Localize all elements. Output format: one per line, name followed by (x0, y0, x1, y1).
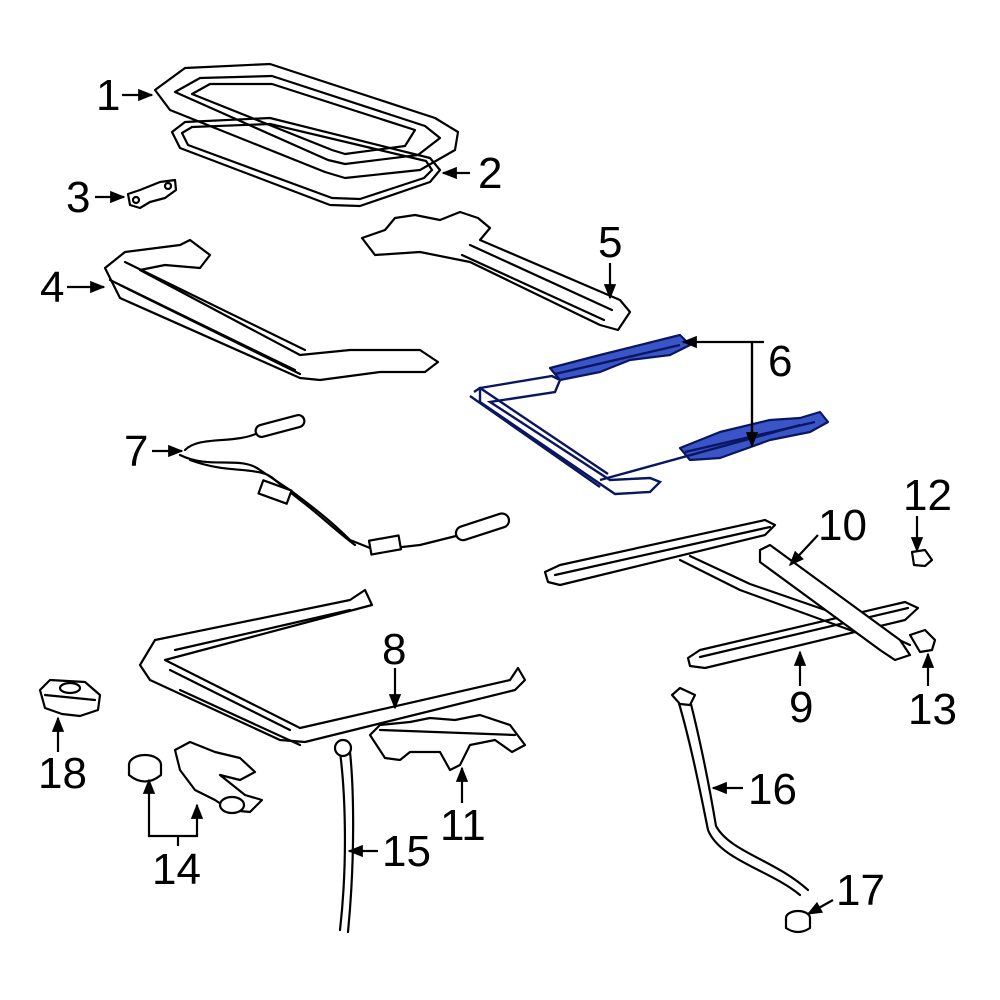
callout-13: 13 (908, 685, 957, 734)
part-16-drain-hose[interactable] (670, 686, 810, 897)
part-12-clip[interactable] (910, 548, 934, 568)
callout-1: 1 (96, 71, 120, 120)
part-4-frame[interactable] (103, 238, 440, 382)
callout-4: 4 (40, 263, 64, 312)
part-17-grommet[interactable] (784, 909, 812, 934)
leader-17 (806, 899, 834, 915)
callout-10: 10 (818, 501, 867, 550)
part-8-housing-frame[interactable] (138, 588, 527, 747)
leader-14-bracket (147, 822, 199, 838)
callout-8: 8 (382, 625, 406, 674)
leader-lines (51, 88, 935, 915)
part-11-bracket[interactable] (368, 713, 527, 772)
callout-12: 12 (903, 471, 952, 520)
callout-labels: 1 2 3 4 5 6 7 8 9 10 11 12 13 14 15 16 1… (38, 71, 957, 915)
callout-9: 9 (789, 683, 813, 732)
callout-14: 14 (152, 845, 201, 894)
part-3-bracket[interactable] (126, 178, 178, 210)
callout-17: 17 (836, 866, 885, 915)
callout-15: 15 (382, 827, 431, 876)
callout-18: 18 (38, 749, 87, 798)
callout-7: 7 (124, 427, 148, 476)
part-7-drive-cable[interactable] (178, 413, 511, 556)
part-10-side-rails[interactable] (543, 518, 912, 662)
leader-10 (788, 534, 819, 567)
callout-6: 6 (768, 337, 792, 386)
callout-16: 16 (748, 765, 797, 814)
part-2-weatherstrip[interactable] (170, 116, 442, 208)
callout-11: 11 (440, 801, 486, 850)
part-18-switch[interactable] (38, 678, 102, 718)
callout-5: 5 (598, 218, 622, 267)
part-5-drain-trough[interactable] (360, 210, 632, 332)
part-15-drain-hose[interactable] (333, 738, 355, 934)
callout-2: 2 (478, 149, 502, 198)
part-13-end-cap[interactable] (908, 628, 937, 654)
callout-3: 3 (66, 173, 90, 222)
